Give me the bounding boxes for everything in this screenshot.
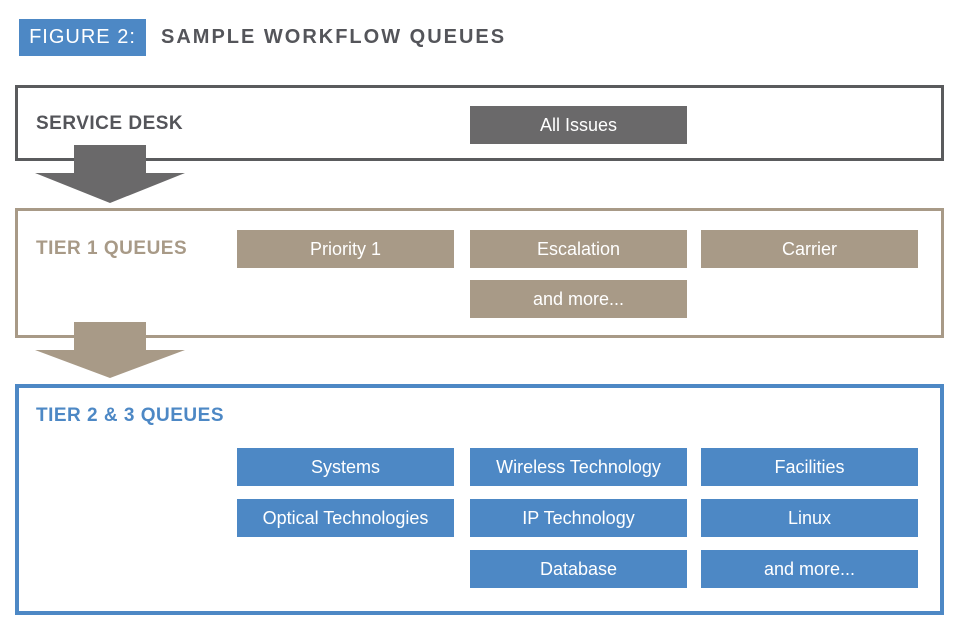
- arrow-stem: [74, 322, 146, 350]
- queue-tier23-and-more: and more...: [701, 550, 918, 588]
- queue-ip-technology: IP Technology: [470, 499, 687, 537]
- tier1-queues-box: [15, 208, 944, 338]
- queue-escalation: Escalation: [470, 230, 687, 268]
- arrow-head: [35, 173, 185, 203]
- service-desk-label: SERVICE DESK: [36, 113, 184, 134]
- service-desk-box: [15, 85, 944, 161]
- queue-optical-technologies: Optical Technologies: [237, 499, 454, 537]
- queue-systems: Systems: [237, 448, 454, 486]
- queue-wireless-technology: Wireless Technology: [470, 448, 687, 486]
- tier1-queues-label: TIER 1 QUEUES: [36, 238, 188, 259]
- queue-database: Database: [470, 550, 687, 588]
- queue-facilities: Facilities: [701, 448, 918, 486]
- figure-number-badge: FIGURE 2:: [19, 19, 146, 56]
- queue-priority-1: Priority 1: [237, 230, 454, 268]
- queue-tier1-and-more: and more...: [470, 280, 687, 318]
- queue-all-issues: All Issues: [470, 106, 687, 144]
- tier23-queues-label: TIER 2 & 3 QUEUES: [36, 405, 224, 426]
- queue-carrier: Carrier: [701, 230, 918, 268]
- arrow-head: [35, 350, 185, 378]
- figure-title: SAMPLE WORKFLOW QUEUES: [161, 26, 507, 48]
- queue-linux: Linux: [701, 499, 918, 537]
- arrow-stem: [74, 145, 146, 173]
